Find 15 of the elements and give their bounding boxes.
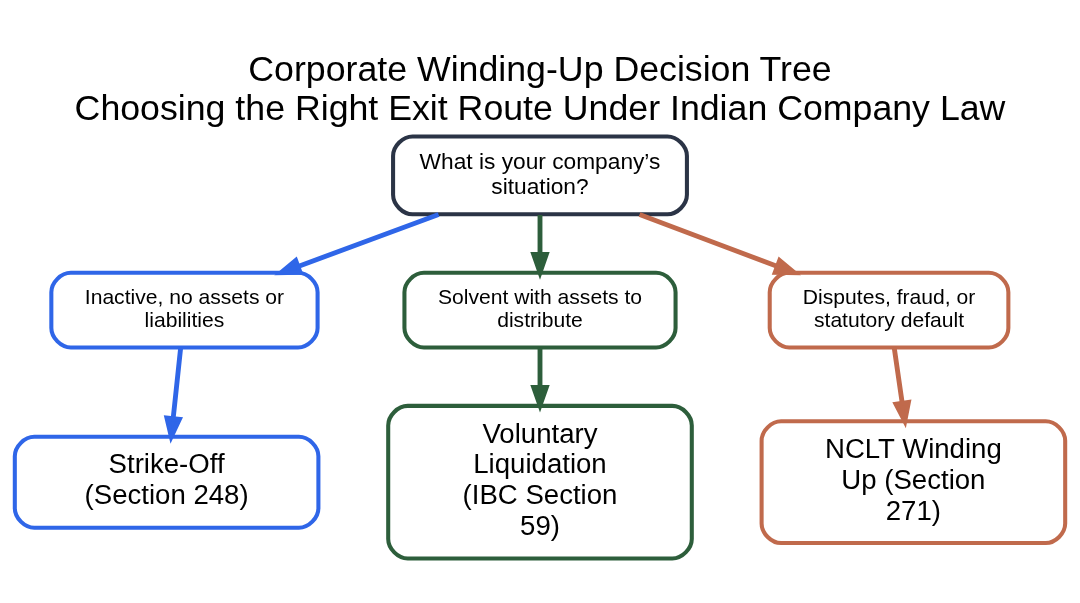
arrow — [638, 211, 802, 275]
node-box: Solvent with assets to distribute — [402, 270, 678, 349]
caption: Choosing the Right Exit Route Under Indian Company Law — [74, 87, 1006, 128]
node-box: Inactive, no assets or liabilities — [49, 270, 320, 349]
node-box: Strike-Off (Section 248) — [12, 434, 321, 530]
node-box: NCLT Winding Up (Section 271) — [759, 418, 1068, 545]
node-box: What is your company’s situation? — [391, 133, 689, 216]
arrow — [274, 211, 440, 275]
node-box: Voluntary Liquidation (IBC Section 59) — [386, 403, 694, 561]
arrow — [163, 346, 184, 444]
node-box: Disputes, fraud, or statutory default — [767, 270, 1011, 349]
arrow — [530, 214, 550, 280]
diagram-title: Corporate Winding-Up Decision Tree — [248, 48, 832, 89]
arrow — [891, 346, 912, 428]
arrow — [530, 347, 550, 413]
